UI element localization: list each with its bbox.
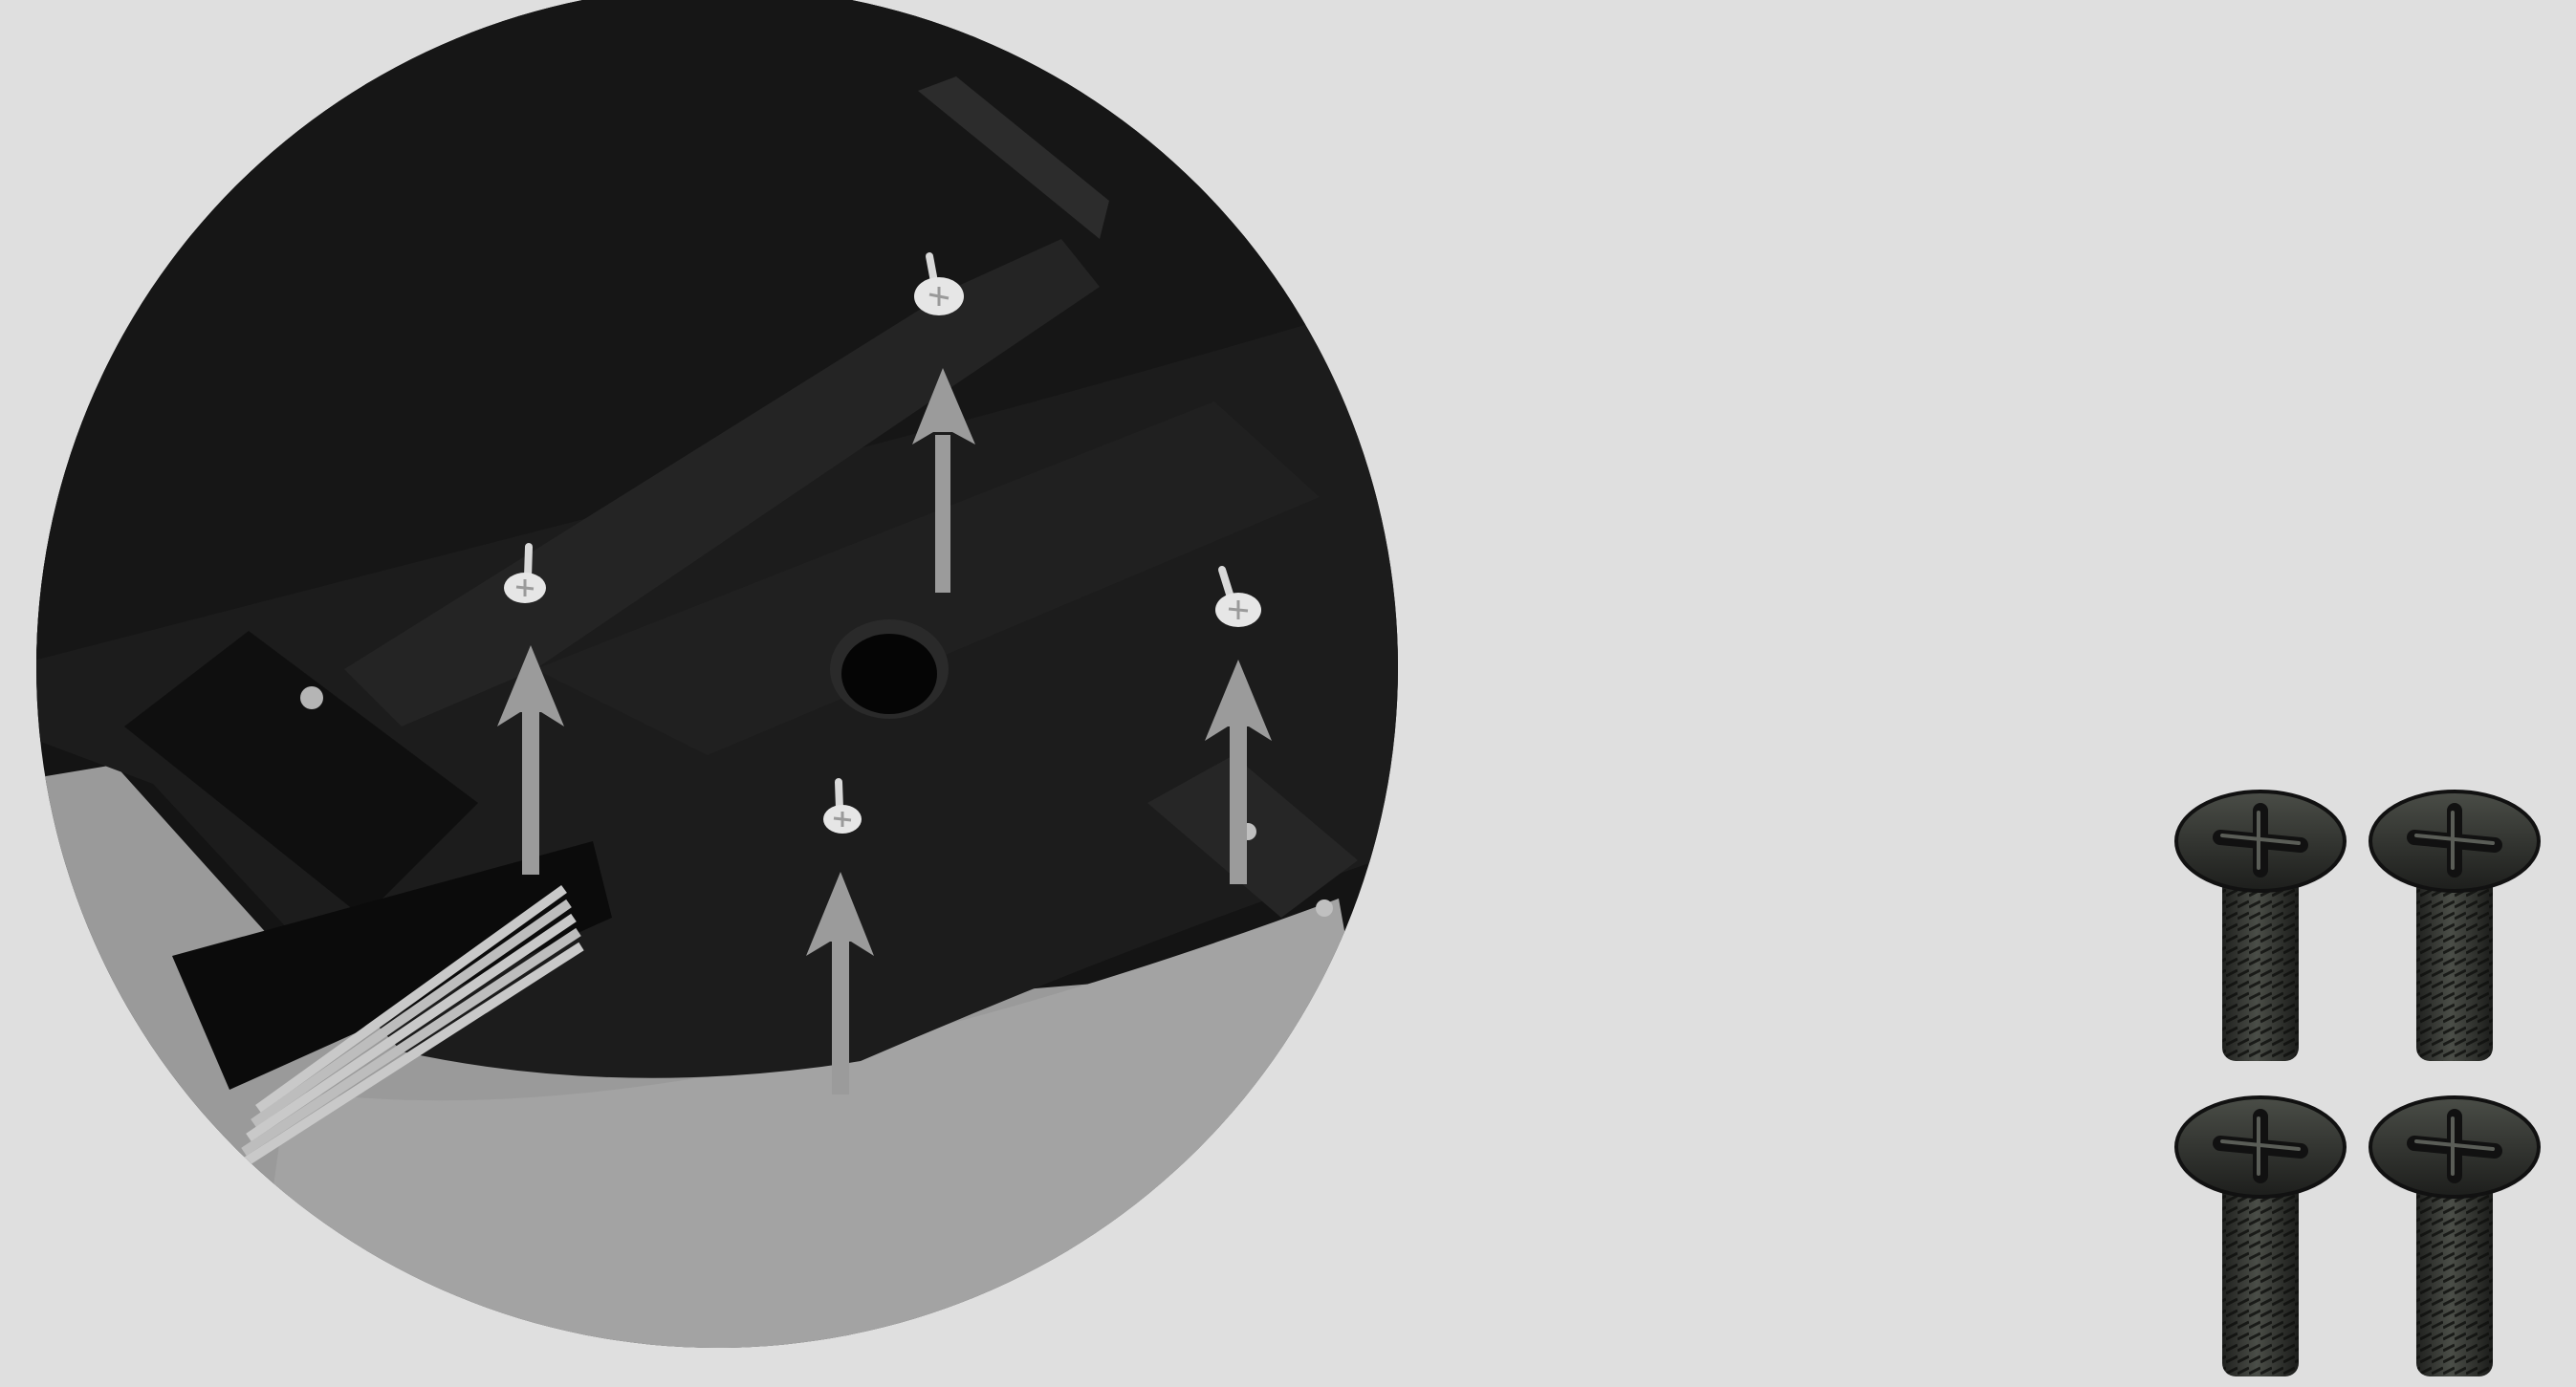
closeup-contents bbox=[0, 0, 1434, 1387]
closeup-detail bbox=[0, 0, 1434, 1387]
phillips-screw-icon bbox=[2370, 791, 2539, 1061]
phillips-screw-icon bbox=[2176, 791, 2345, 1061]
lever-pin bbox=[300, 686, 323, 709]
bracket-bolt bbox=[1316, 899, 1333, 917]
phillips-screw-icon bbox=[2176, 1097, 2345, 1376]
phillips-screw-icon bbox=[2370, 1097, 2539, 1376]
center-hole bbox=[841, 634, 937, 714]
screw-set bbox=[2176, 791, 2539, 1376]
